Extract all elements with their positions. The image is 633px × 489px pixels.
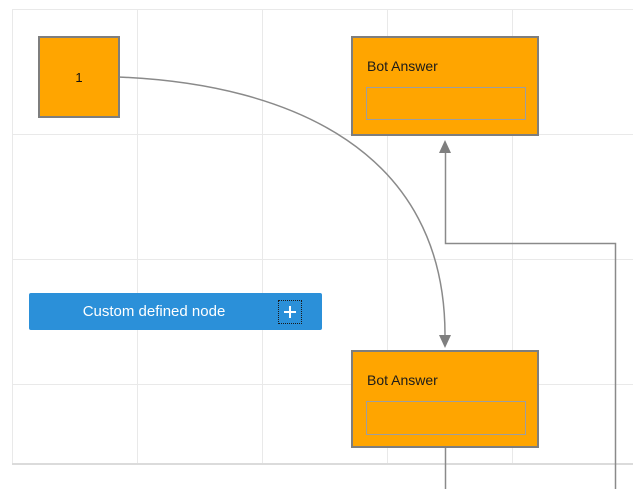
custom-node-label: Custom defined node xyxy=(82,303,226,320)
diagram-node-bot-answer-top[interactable]: Bot Answer xyxy=(351,36,539,136)
connector-curve-node1-to-bot-answer[interactable] xyxy=(117,76,446,336)
connector-orthogonal-to-top-bot-answer[interactable] xyxy=(444,153,617,489)
arrowhead-up-icon xyxy=(439,140,451,153)
plus-icon-bar xyxy=(289,306,291,318)
plus-icon[interactable] xyxy=(278,300,302,324)
arrowhead-down-icon xyxy=(439,335,451,348)
node-start-label: 1 xyxy=(75,69,83,85)
diagram-node-custom-defined[interactable]: Custom defined node xyxy=(29,293,322,330)
diagram-node-start[interactable]: 1 xyxy=(38,36,120,118)
bot-answer-title: Bot Answer xyxy=(367,372,438,388)
diagram-node-bot-answer-bottom[interactable]: Bot Answer xyxy=(351,350,539,448)
bot-answer-input-box[interactable] xyxy=(366,87,526,120)
bot-answer-input-box[interactable] xyxy=(366,401,526,435)
bot-answer-title: Bot Answer xyxy=(367,58,438,74)
